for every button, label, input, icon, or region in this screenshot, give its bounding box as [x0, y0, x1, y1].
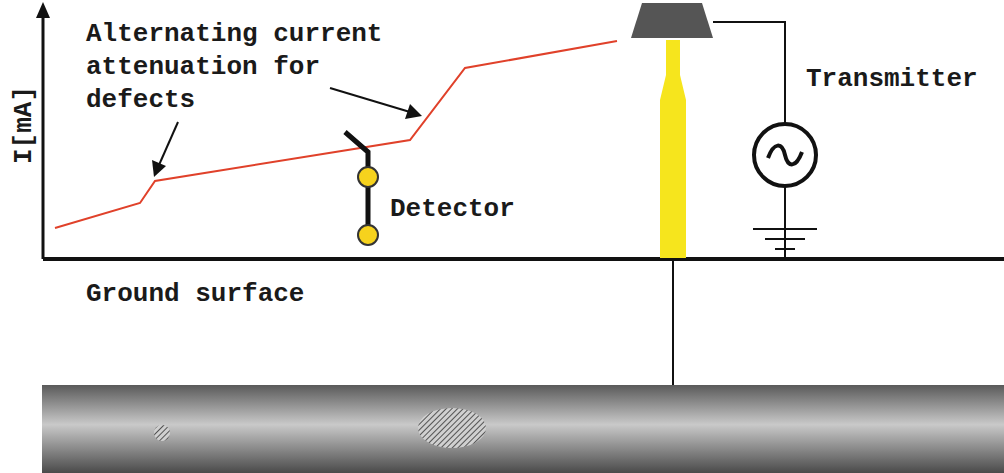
region-label: Ground surface — [86, 278, 304, 311]
ground-symbol — [753, 228, 817, 230]
ground-symbol — [765, 238, 805, 240]
part-label: Transmitter — [806, 63, 978, 96]
sine-symbol — [768, 146, 802, 165]
small-defect — [154, 425, 170, 441]
pipe — [42, 385, 1004, 473]
detector-coil — [358, 225, 378, 245]
part-label: Detector — [390, 193, 515, 226]
detector-coil — [358, 167, 378, 187]
ground-symbol — [775, 248, 795, 250]
transmitter-head — [631, 3, 713, 38]
ground-line — [43, 257, 1004, 261]
arrowhead — [405, 104, 422, 119]
leader-line — [159, 122, 178, 165]
probe-rod — [660, 40, 686, 258]
leader-line — [330, 88, 410, 112]
y-axis — [42, 14, 45, 259]
ac-source — [754, 124, 816, 186]
axis-arrowhead — [36, 2, 50, 18]
transmitter-wire — [713, 22, 785, 123]
axis-label: I[mA] — [8, 86, 41, 164]
large-defect — [418, 408, 486, 448]
probe-wire — [672, 259, 674, 385]
callout-note: Alternating current attenuation for defe… — [86, 18, 396, 117]
arrowhead — [152, 160, 166, 177]
